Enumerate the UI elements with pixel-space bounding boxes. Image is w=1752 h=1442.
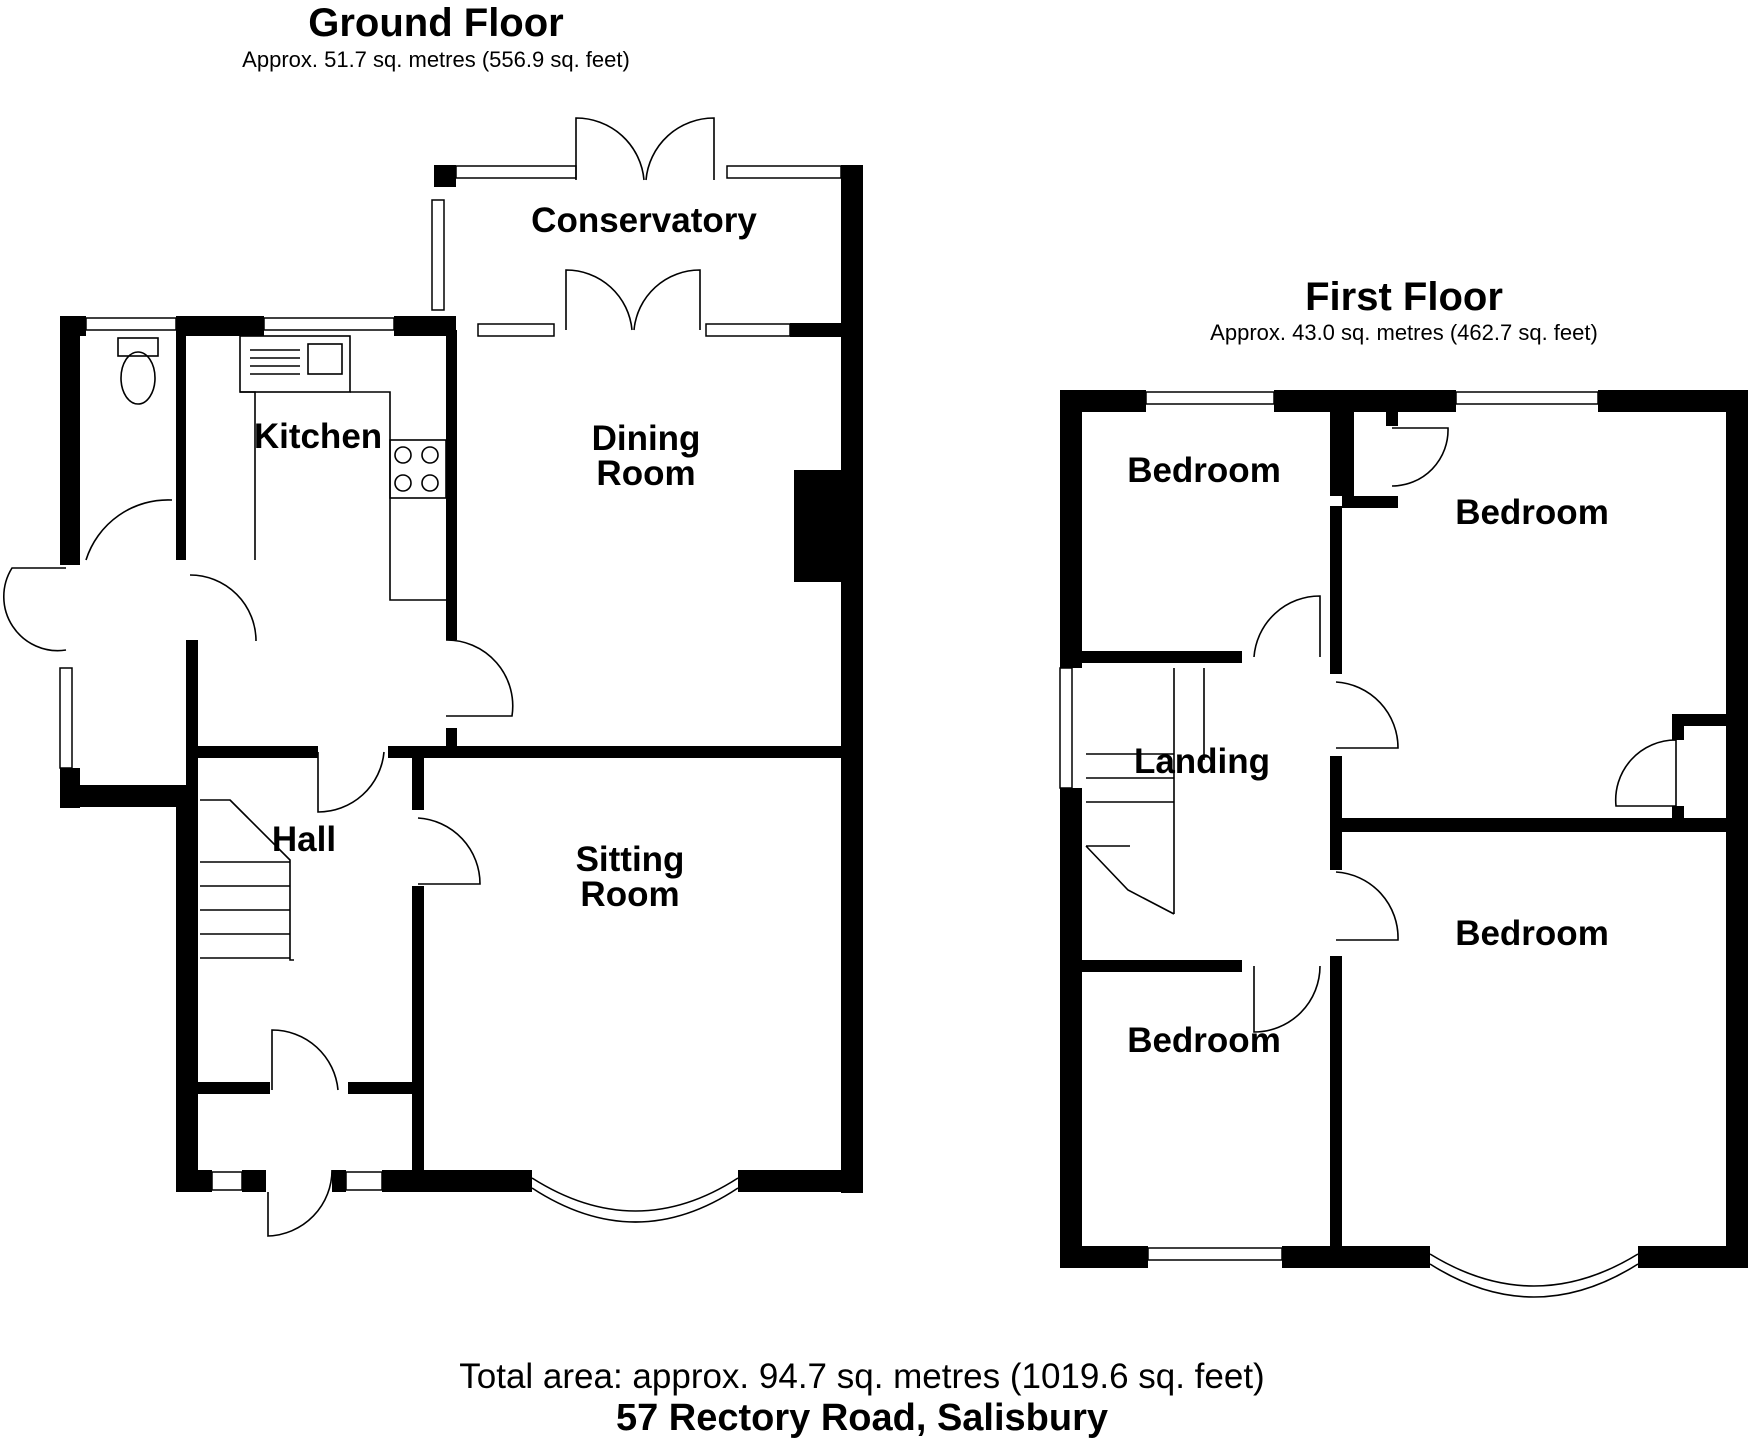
porch-front-door (267, 1169, 333, 1237)
dining-window-right (705, 323, 791, 337)
dining-french-door (565, 269, 701, 331)
ground-floor-title: Ground Floor (308, 1, 564, 45)
cupboard-door-right (1614, 739, 1677, 807)
landing-side-window (1059, 667, 1073, 789)
wc-window (85, 317, 177, 331)
bedroom-mid-right-door (1335, 871, 1399, 941)
conservatory-side-window (431, 199, 445, 311)
utility-door (2, 567, 67, 652)
porch-window-right (345, 1171, 383, 1191)
bedroom-bottom-left-door (1253, 965, 1321, 1033)
ground-stairs (200, 799, 294, 961)
bedroom-bottom-left-window (1147, 1247, 1283, 1261)
room-label-bedroom-mid-right: Bedroom (1455, 914, 1609, 953)
room-label-bedroom-top-right: Bedroom (1455, 493, 1609, 532)
porch-inner-door (271, 1029, 339, 1091)
sitting-room-bay-window (531, 1177, 739, 1223)
room-label-bedroom-top-left: Bedroom (1127, 451, 1281, 490)
toilet-icon (120, 351, 156, 405)
sitting-room-door (417, 817, 481, 885)
bedroom-top-right-window (1455, 391, 1599, 405)
room-label-sitting-line2: Room (580, 875, 679, 914)
hall-kitchen-door (317, 751, 385, 813)
utility-side-window (59, 667, 73, 769)
cupboard-door-top (1391, 427, 1449, 487)
room-label-dining-line1: Dining (592, 419, 701, 458)
ground-floor-area: Approx. 51.7 sq. metres (556.9 sq. feet) (242, 47, 630, 72)
room-label-bedroom-bottom-left: Bedroom (1127, 1021, 1281, 1060)
room-label-landing: Landing (1134, 742, 1270, 781)
wc-door (85, 499, 173, 561)
room-label-hall: Hall (272, 820, 336, 859)
conservatory-french-door (575, 117, 715, 181)
first-floor-stairs (1085, 668, 1205, 915)
first-floor-title: First Floor (1305, 275, 1503, 319)
total-area: Total area: approx. 94.7 sq. metres (101… (459, 1357, 1264, 1396)
first-floor-area: Approx. 43.0 sq. metres (462.7 sq. feet) (1210, 320, 1598, 345)
bedroom-top-right-door (1335, 681, 1399, 749)
bedroom-top-left-door (1253, 595, 1321, 658)
room-label-kitchen: Kitchen (254, 417, 382, 456)
porch-window-left (211, 1171, 243, 1191)
room-label-sitting-line1: Sitting (576, 840, 685, 879)
conservatory-window-left (455, 165, 577, 179)
ground-floor-plan (2, 117, 863, 1237)
first-floor-plan (1059, 390, 1748, 1298)
room-label-dining-line2: Room (596, 454, 695, 493)
property-address: 57 Rectory Road, Salisbury (616, 1397, 1108, 1439)
dining-window-left (477, 323, 555, 337)
kitchen-side-door (189, 574, 257, 642)
kitchen-window (263, 317, 395, 331)
conservatory-window-right (726, 165, 842, 179)
bedroom-bay-window (1429, 1253, 1639, 1298)
dining-door (445, 639, 514, 717)
room-label-conservatory: Conservatory (531, 201, 757, 240)
kitchen-sink-unit (239, 335, 351, 393)
bedroom-top-left-window (1145, 391, 1275, 405)
